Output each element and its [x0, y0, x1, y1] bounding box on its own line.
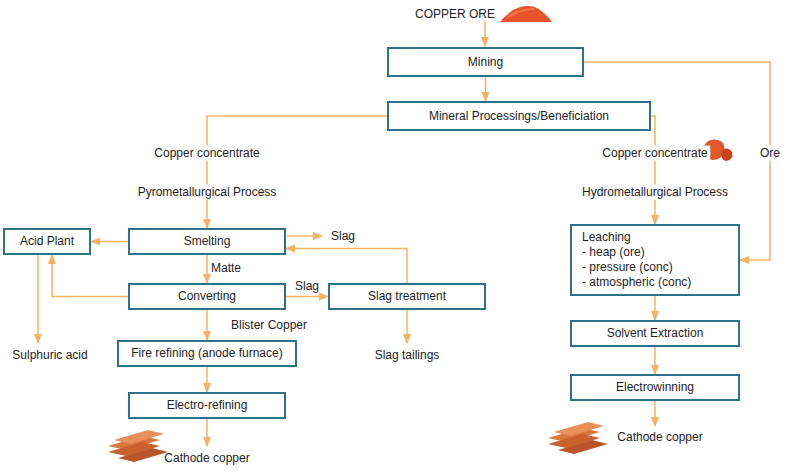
cathode-arrow [206, 419, 208, 446]
box-title: Mineral Processings/Beneficiation [429, 109, 609, 124]
box-title: Mining [468, 55, 503, 70]
process-box: Slag treatment [328, 283, 486, 310]
flow-label: Slag tailings [372, 348, 443, 363]
edge-label: Matte [208, 261, 244, 276]
ore-arrow [484, 22, 486, 46]
flow-arrow [52, 255, 128, 297]
process-box: Leaching- heap (ore)- pressure (conc)- a… [570, 224, 740, 296]
process-box: Solvent Extraction [570, 320, 740, 347]
flow-arrow [207, 116, 387, 228]
process-box: Electrowinning [570, 374, 740, 401]
edge-label: Ore [757, 146, 783, 161]
flow-label: Slag [328, 229, 358, 244]
flow-arrow [206, 310, 208, 340]
box-title: Leaching [582, 230, 631, 245]
box-title: Fire refining (anode furnace) [131, 346, 282, 361]
ore-pile [500, 6, 552, 22]
flow-arrow [206, 367, 208, 392]
flow-label: Cathode copper [614, 430, 705, 445]
process-box: Fire refining (anode furnace) [117, 340, 297, 367]
process-box: Smelting [128, 228, 286, 255]
flow-label: Sulphuric acid [9, 348, 90, 363]
process-box: Mineral Processings/Beneficiation [387, 101, 651, 131]
copper-bars [548, 422, 608, 454]
flow-label: Hydrometallurgical Process [579, 185, 731, 200]
flow-arrow [206, 255, 208, 283]
box-title: Slag treatment [368, 289, 446, 304]
process-box: Electro-refining [128, 392, 286, 419]
flow-arrow [654, 296, 656, 320]
box-title: Smelting [184, 234, 231, 249]
flow-arrow [286, 249, 407, 284]
box-item: - heap (ore) [582, 245, 645, 260]
box-title: Solvent Extraction [607, 326, 704, 341]
process-box: Converting [128, 283, 286, 310]
process-box: Mining [387, 47, 584, 77]
box-title: Electro-refining [167, 398, 248, 413]
slag-arrow [287, 235, 322, 237]
process-box: Acid Plant [3, 228, 91, 255]
flow-arrow [485, 77, 487, 101]
copper-bars [108, 430, 168, 462]
box-item: - atmospheric (conc) [582, 275, 691, 290]
flow-arrow [654, 347, 656, 374]
flow-arrow [651, 116, 655, 224]
flow-label: COPPER ORE [412, 7, 498, 22]
flow-label: Pyrometallurgical Process [135, 185, 280, 200]
flow-label: Copper concentrate [151, 146, 262, 161]
acid-arrow [37, 255, 39, 343]
edge-label: Slag [292, 279, 322, 294]
flow-label: Copper concentrate [599, 146, 710, 161]
edge-label: Blister Copper [228, 318, 310, 333]
box-item: - pressure (conc) [582, 260, 673, 275]
flow-arrow [91, 241, 128, 243]
flow-arrow [286, 296, 328, 298]
box-title: Electrowinning [616, 380, 694, 395]
box-title: Converting [178, 289, 236, 304]
cathode-arrow [654, 401, 656, 426]
box-title: Acid Plant [20, 234, 74, 249]
flow-label: Cathode copper [161, 451, 252, 466]
tailings-arrow [406, 310, 408, 343]
